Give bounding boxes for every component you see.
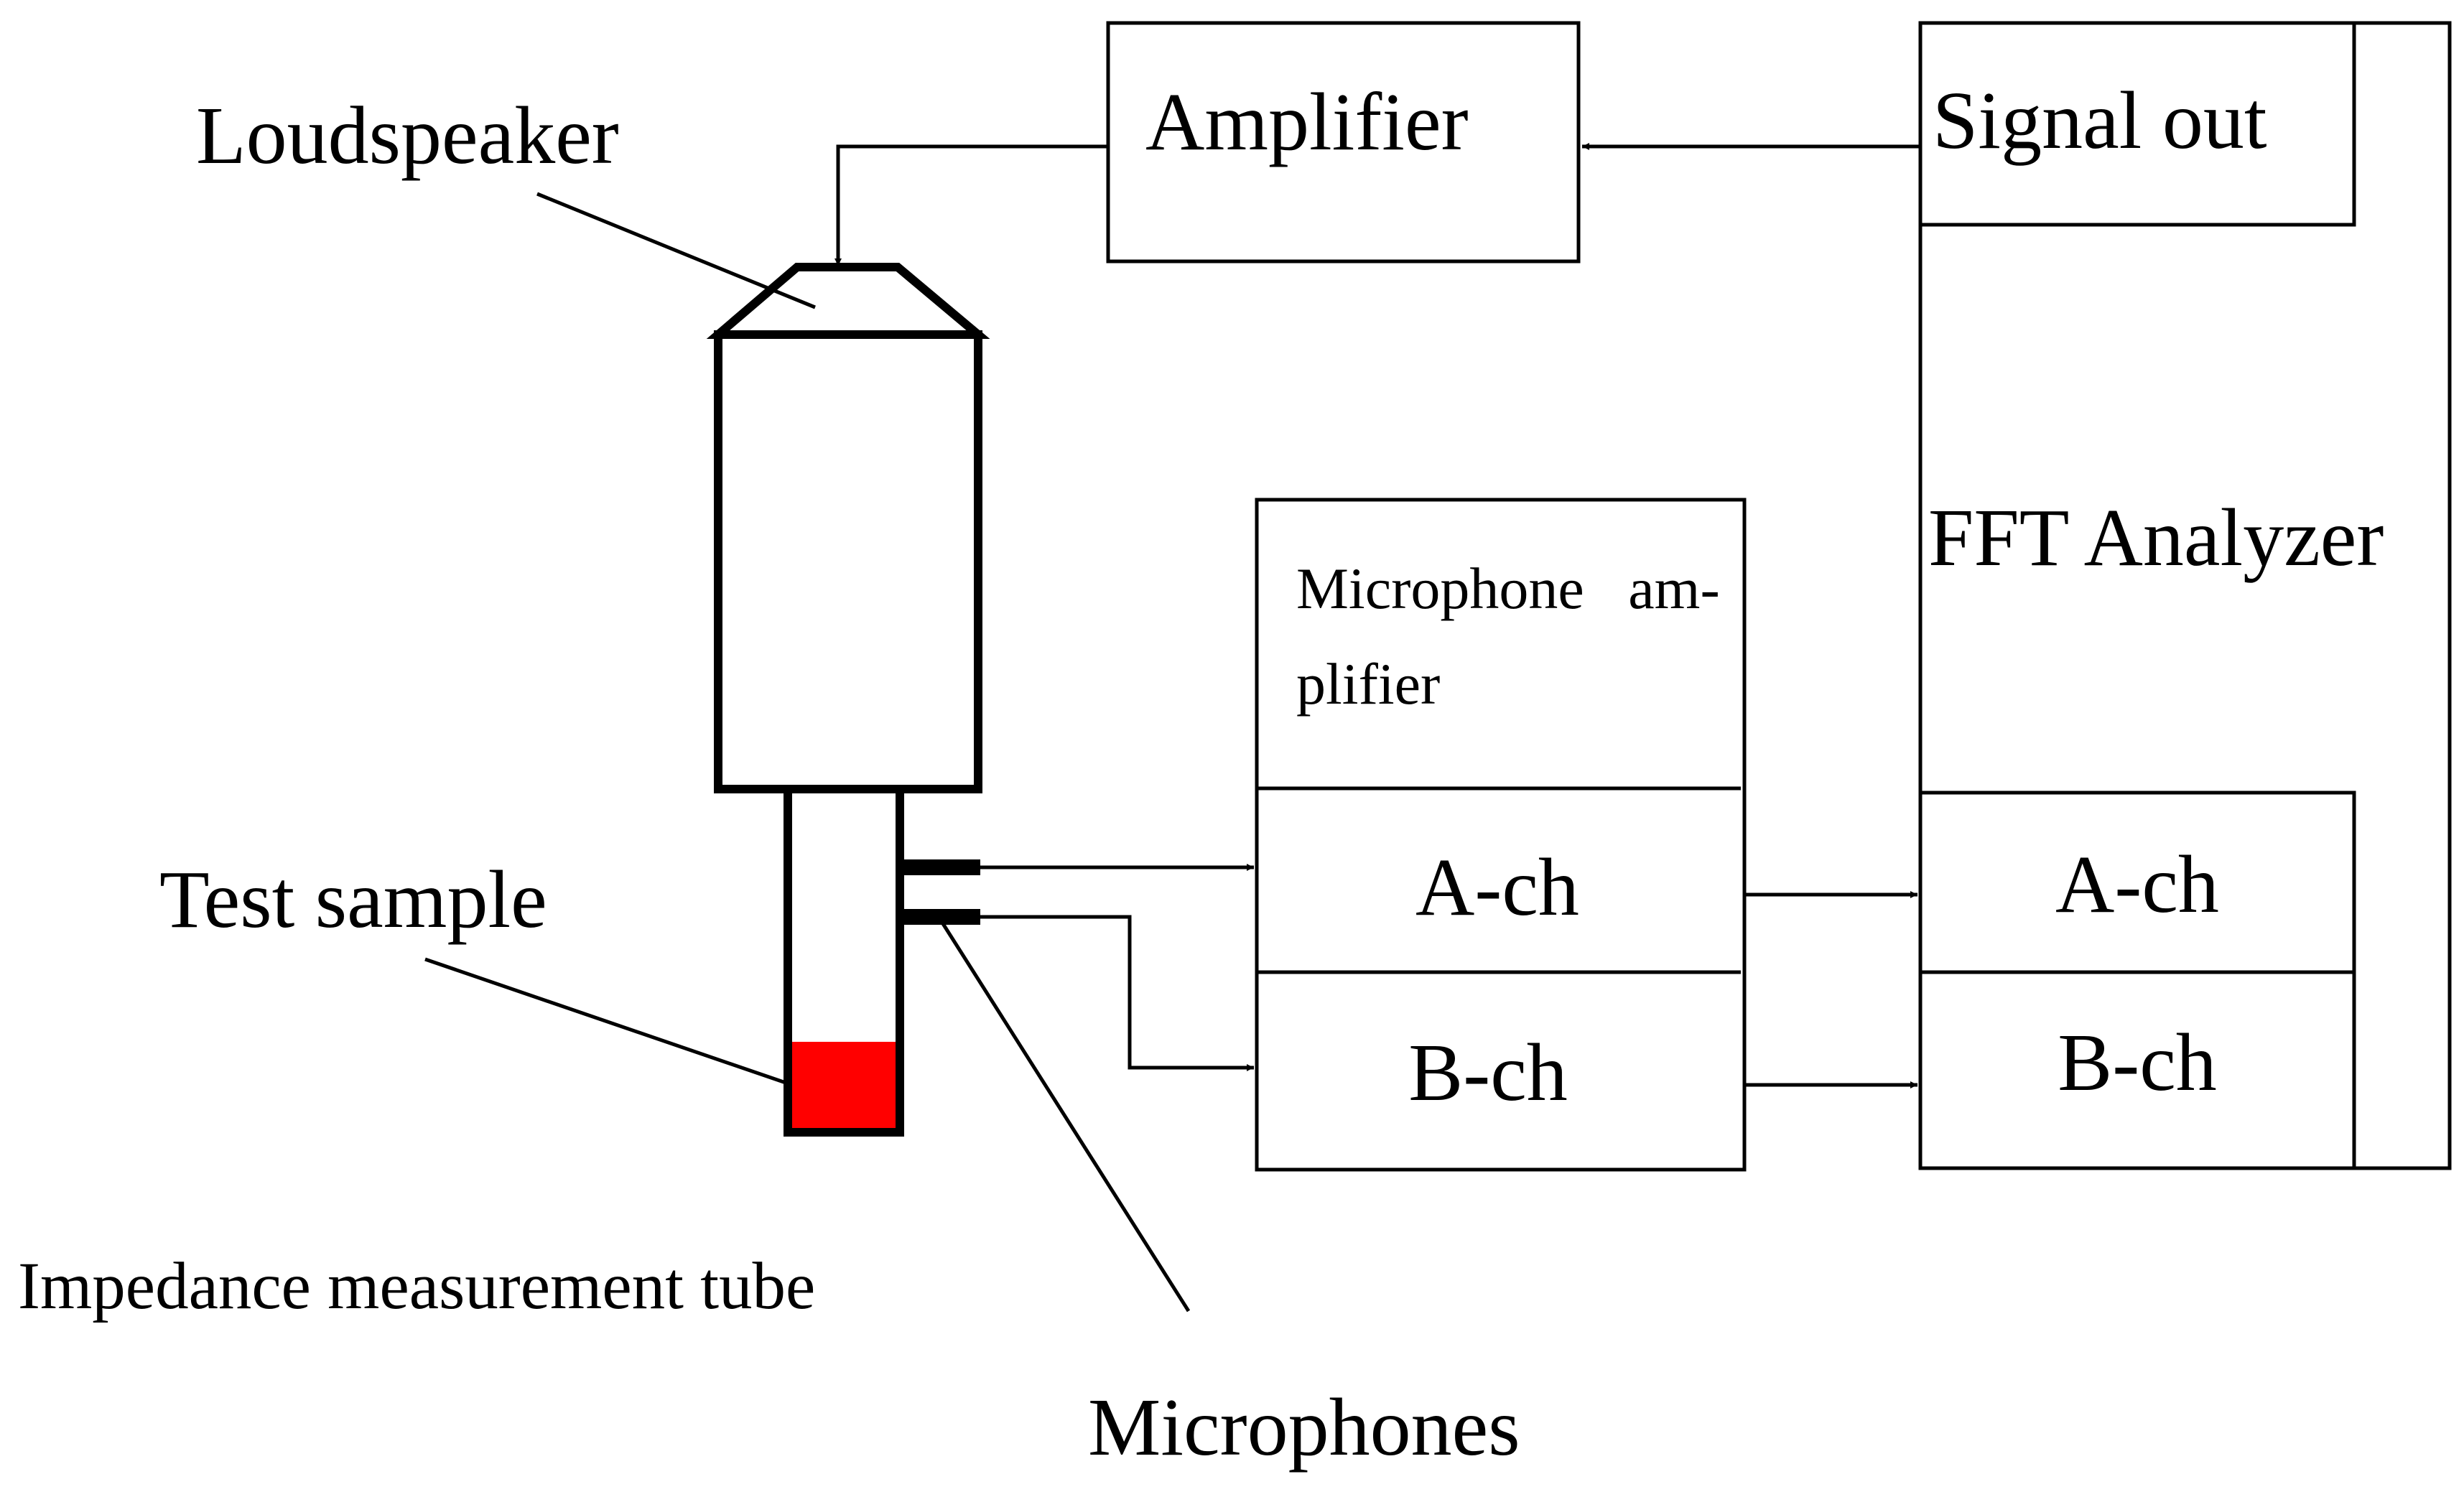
fft-analyzer-block: Signal out FFT Analyzer A-ch B-ch bbox=[1918, 21, 2452, 1170]
leader-lines bbox=[424, 192, 1191, 1313]
microphones-label: Microphones bbox=[1088, 1381, 1520, 1473]
loudspeaker-body bbox=[714, 330, 982, 793]
mic-amp-b-ch-label: B-ch bbox=[1408, 1027, 1568, 1118]
microphone-b-to-amp-arrow bbox=[980, 915, 1254, 1071]
signal-connectors bbox=[834, 143, 1920, 1088]
loudspeaker-assembly bbox=[706, 263, 990, 793]
microphone-amplifier-block: Microphone am- plifier A-ch B-ch bbox=[1255, 498, 1747, 1172]
impedance-tube-label: Impedance measurement tube bbox=[18, 1249, 815, 1323]
mic-amp-a-ch-label: A-ch bbox=[1415, 841, 1579, 933]
fft-b-ch-label: B-ch bbox=[2058, 1017, 2217, 1108]
amplifier-box bbox=[1106, 21, 1581, 264]
signal-out-box bbox=[1918, 21, 2356, 227]
test-sample-label: Test sample bbox=[159, 854, 547, 945]
test-sample-leader bbox=[424, 957, 789, 1086]
amplifier-label: Amplifier bbox=[1145, 76, 1469, 167]
test-sample bbox=[792, 1042, 896, 1128]
fft-a-ch-label: A-ch bbox=[2055, 839, 2219, 930]
fft-channel-box bbox=[1918, 791, 2356, 1170]
signal-out-label: Signal out bbox=[1933, 75, 2267, 166]
microphone-amplifier-box bbox=[1255, 498, 1747, 1172]
loudspeaker-label: Loudspeaker bbox=[196, 90, 619, 181]
mic-amp-title-line2: plifier bbox=[1296, 651, 1440, 717]
loudspeaker-leader bbox=[536, 192, 816, 309]
fft-analyzer-label: FFT Analyzer bbox=[1928, 492, 2384, 583]
impedance-tube bbox=[784, 785, 980, 1137]
amplifier-block: Amplifier bbox=[1106, 21, 1581, 264]
mic-amp-title-line1: Microphone am- bbox=[1296, 556, 1720, 621]
loudspeaker-cone bbox=[706, 263, 990, 339]
amplifier-to-loudspeaker-arrow bbox=[834, 144, 1108, 266]
microphones-leader bbox=[936, 915, 1191, 1313]
